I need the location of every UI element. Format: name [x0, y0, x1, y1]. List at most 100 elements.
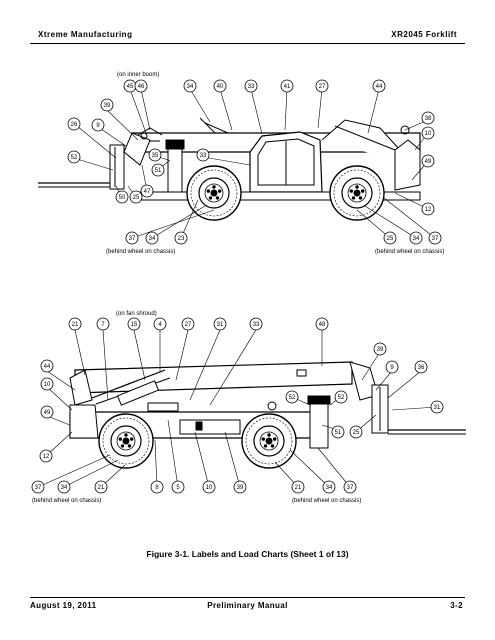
callout-number: 39 [237, 485, 244, 491]
callout-number: 21 [295, 485, 302, 491]
bottom-view-callout-31: 31 [430, 400, 444, 414]
callout-number: 10 [206, 485, 213, 491]
top-view-callout-27: 27 [315, 79, 329, 93]
top-view-callout-50: 50 [115, 190, 129, 204]
callout-number: 34 [187, 84, 194, 90]
callout-number: 49 [44, 410, 51, 416]
bottom-view-callout-21: 21 [291, 480, 305, 494]
top-view-callout-38: 38 [421, 111, 435, 125]
bottom-view-callout-21: 21 [94, 480, 108, 494]
footer-page-number: 3-2 [450, 601, 463, 610]
callout-number: 52 [289, 395, 296, 401]
top-view-callout-37: 37 [428, 231, 442, 245]
bottom-view-callout-10: 10 [40, 377, 54, 391]
callout-number: 37 [432, 236, 439, 242]
header-right: XR2045 Forklift [391, 30, 457, 39]
top-forklift-view [38, 117, 421, 221]
callout-number: 51 [335, 430, 342, 436]
bottom-note-behind-wheel-left: (behind wheel on chassis) [32, 498, 101, 504]
callout-number: 52 [71, 155, 78, 161]
callout-number: 27 [185, 322, 192, 328]
callout-number: 45 [127, 84, 134, 90]
callout-number: 36 [418, 365, 425, 371]
top-view-callout-25: 25 [129, 190, 143, 204]
bottom-note-fan-shroud: (on fan shroud) [116, 311, 157, 317]
top-view-callout-44: 44 [372, 79, 386, 93]
callout-number: 47 [144, 189, 151, 195]
callout-number: 12 [43, 454, 50, 460]
callout-number: 31 [217, 322, 224, 328]
callout-number: 15 [131, 322, 138, 328]
callout-number: 33 [200, 153, 207, 159]
callout-number: 52 [338, 395, 345, 401]
callout-number: 48 [319, 322, 326, 328]
callout-number: 23 [178, 236, 185, 242]
top-view-callout-40: 40 [213, 79, 227, 93]
callout-number: 37 [347, 485, 354, 491]
bottom-view-callout-34: 34 [57, 480, 71, 494]
bottom-view-callout-33: 33 [249, 317, 263, 331]
bottom-view-callout-48: 48 [315, 317, 329, 331]
top-view-callout-33: 33 [244, 79, 258, 93]
footer-rule [30, 597, 465, 598]
callout-number: 40 [217, 84, 224, 90]
top-view-callout-9: 9 [91, 118, 105, 132]
bottom-view-callout-34: 34 [322, 480, 336, 494]
bottom-view-callout-15: 15 [127, 317, 141, 331]
callout-number: 10 [44, 382, 51, 388]
callout-number: 34 [413, 236, 420, 242]
top-view-callout-49: 49 [421, 154, 435, 168]
callout-number: 35 [152, 153, 159, 159]
bottom-view-callout-44: 44 [40, 359, 54, 373]
figure-caption: Figure 3-1. Labels and Load Charts (Shee… [146, 549, 349, 559]
top-view-callout-45: 45 [123, 79, 137, 93]
callout-number: 41 [284, 84, 291, 90]
top-view-callout-37: 37 [125, 231, 139, 245]
bottom-view-callout-49: 49 [40, 405, 54, 419]
callout-number: 31 [434, 405, 441, 411]
bottom-view-callout-7: 7 [96, 317, 110, 331]
bottom-view-callout-52: 52 [334, 390, 348, 404]
callout-number: 51 [155, 168, 162, 174]
bottom-view-callout-51: 51 [331, 425, 345, 439]
top-view-callout-26: 26 [67, 117, 81, 131]
callout-number: 9 [390, 365, 394, 371]
callout-number: 49 [425, 159, 432, 165]
top-view-callout-39: 39 [100, 98, 114, 112]
top-note-inner-boom: (on inner boom) [117, 72, 159, 78]
top-view-callout-41: 41 [280, 79, 294, 93]
header-left: Xtreme Manufacturing [38, 30, 133, 39]
callout-number: 50 [119, 195, 126, 201]
bottom-view-callout-39: 39 [233, 480, 247, 494]
callout-number: 5 [176, 485, 180, 491]
callout-number: 4 [158, 322, 162, 328]
callout-number: 44 [44, 364, 51, 370]
bottom-view-callout-8: 8 [150, 480, 164, 494]
top-view-callout-10: 10 [421, 126, 435, 140]
callout-number: 7 [101, 322, 105, 328]
footer-date: August 19, 2011 [30, 601, 97, 610]
top-view-callout-47: 47 [140, 184, 154, 198]
header-rule [30, 43, 465, 44]
callout-number: 38 [425, 116, 432, 122]
bottom-view-callout-37: 37 [343, 480, 357, 494]
callout-number: 21 [98, 485, 105, 491]
top-view-callout-46: 46 [134, 79, 148, 93]
bottom-view-callout-27: 27 [181, 317, 195, 331]
bottom-view-callout-21: 21 [68, 317, 82, 331]
top-note-behind-wheel-left: (behind wheel on chassis) [106, 249, 175, 255]
top-view-callout-23: 23 [174, 231, 188, 245]
callout-number: 26 [71, 122, 78, 128]
top-view-callout-52: 52 [67, 150, 81, 164]
callout-number: 21 [72, 322, 79, 328]
bottom-view-callout-5: 5 [171, 480, 185, 494]
callout-number: 25 [133, 195, 140, 201]
callout-number: 34 [61, 485, 68, 491]
callout-number: 34 [149, 236, 156, 242]
callout-number: 10 [425, 131, 432, 137]
top-view-callout-12: 12 [421, 202, 435, 216]
callout-number: 33 [253, 322, 260, 328]
callout-number: 39 [377, 347, 384, 353]
